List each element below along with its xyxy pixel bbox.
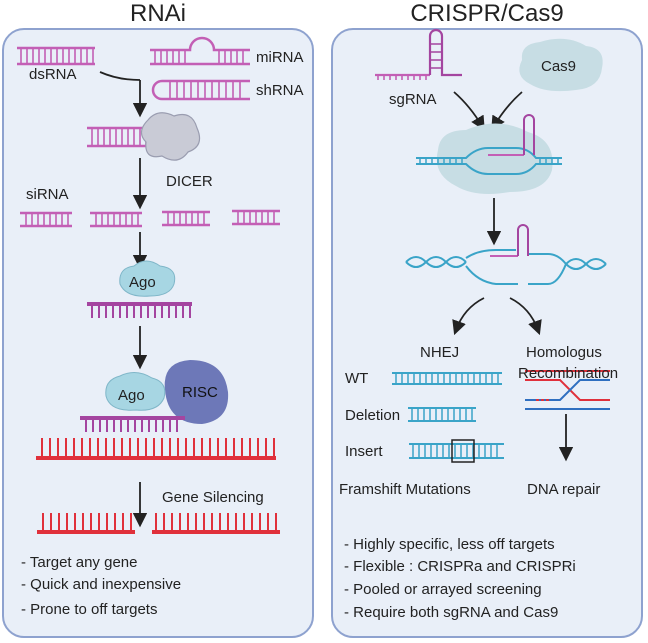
sirna-label: siRNA (26, 186, 69, 203)
target-mrna (36, 438, 276, 460)
rnai-bullet-2: - Quick and inexpensive (21, 576, 182, 593)
homologous-recombination (525, 370, 610, 410)
sgrna-label: sgRNA (389, 91, 437, 108)
crispr-bullet-2: - Flexible : CRISPRa and CRISPRi (344, 558, 576, 575)
insert-dna (409, 439, 504, 463)
gene-silencing-label: Gene Silencing (162, 489, 264, 506)
crispr-title: CRISPR/Cas9 (410, 0, 564, 27)
target-dna-1 (416, 114, 562, 175)
crispr-bullet-4: - Require both sgRNA and Cas9 (344, 604, 559, 621)
cut-dna (405, 224, 607, 285)
guide-strand-1 (87, 302, 192, 318)
ago-label-1: Ago (129, 274, 156, 291)
ago-protein-2 (105, 372, 166, 411)
wt-label: WT (345, 370, 369, 387)
rnai-bullet-3: - Prone to off targets (21, 601, 158, 618)
dna-repair-label: DNA repair (527, 481, 601, 498)
risc-label: RISC (182, 384, 218, 401)
frameshift-label: Framshift Mutations (339, 481, 471, 498)
crispr-bullet-1: - Highly specific, less off targets (344, 536, 555, 553)
homologous-label-1: Homologus (526, 344, 602, 361)
mirna-shape (150, 36, 250, 66)
dicer-label: DICER (166, 173, 213, 190)
shrna-shape (151, 79, 250, 101)
sirna-fragments (20, 209, 280, 228)
rnai-bullet-1: - Target any gene (21, 554, 138, 571)
risc-protein (164, 360, 229, 424)
shrna-label: shRNA (256, 82, 304, 99)
guide-strand-2 (80, 416, 185, 432)
cas9-protein (519, 38, 603, 92)
mirna-label: miRNA (256, 49, 304, 66)
deletion-label: Deletion (345, 407, 401, 424)
ago-label-2: Ago (118, 387, 145, 404)
wt-dna (392, 372, 502, 385)
sgrna-shape (375, 28, 462, 80)
dicer-enzyme (140, 112, 201, 161)
homologous-label-2: Recombination (518, 365, 619, 382)
dsrna-label: dsRNA (29, 66, 77, 83)
nhej-label: NHEJ (420, 344, 460, 361)
crispr-bullet-3: - Pooled or arrayed screening (344, 581, 542, 598)
deletion-dna (408, 407, 476, 422)
cleaved-mrna (37, 513, 280, 534)
dsrna-shape (17, 46, 95, 66)
ago-protein-1 (119, 260, 176, 297)
cas9-label: Cas9 (541, 58, 577, 75)
insert-label: Insert (345, 443, 383, 460)
rnai-title: RNAi (129, 0, 186, 27)
